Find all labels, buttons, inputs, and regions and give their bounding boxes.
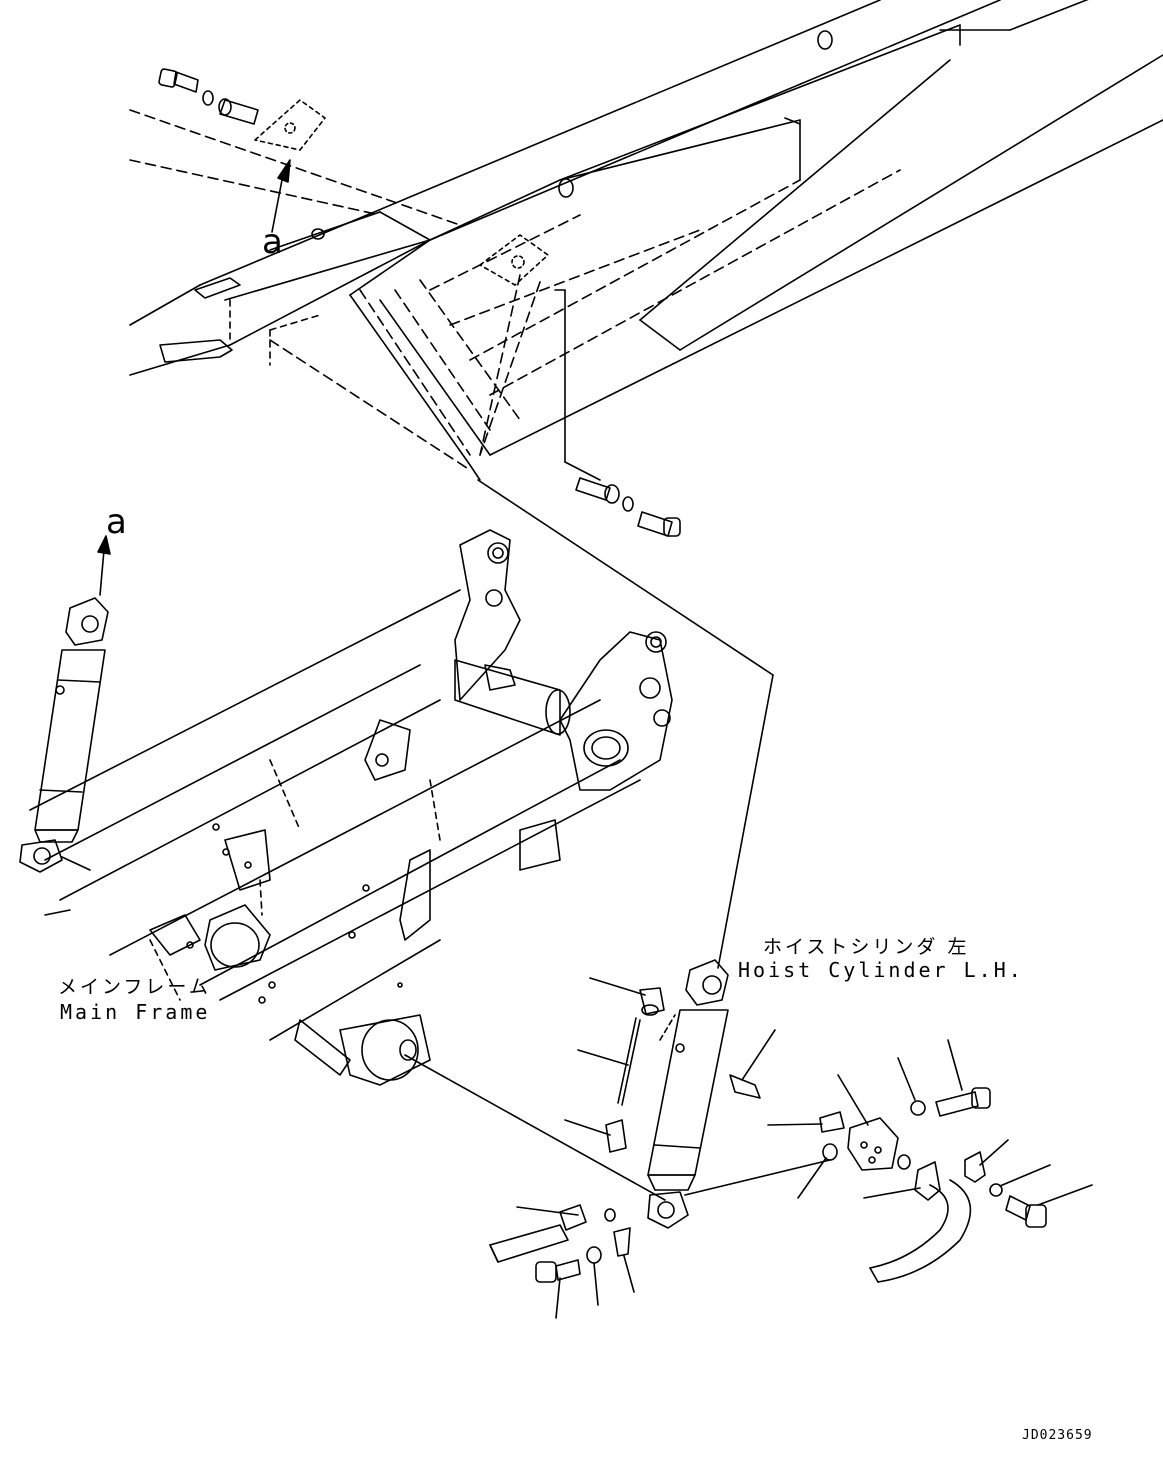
body-hinge-bracket (254, 99, 601, 481)
port-block (837, 1074, 911, 1171)
assembly-leader-line (477, 479, 774, 676)
ref-letter-lower: a (106, 502, 127, 542)
hose-right (869, 1179, 972, 1283)
washer-right (989, 1164, 1051, 1197)
o-ring (684, 1143, 838, 1199)
ref-arrow-upper (271, 159, 291, 233)
assembly-leader-line-2 (717, 674, 774, 969)
plug-fitting (767, 1111, 845, 1133)
main-frame-label-jp: メインフレーム (58, 976, 211, 998)
pivot-leader-line (404, 1054, 666, 1201)
grease-nipple-right (729, 1029, 776, 1099)
grease-tube (577, 1017, 641, 1106)
hoist-cylinder-label-jp: ホイストシリンダ 左 (763, 936, 970, 958)
main-frame-label-en: Main Frame (60, 1000, 211, 1024)
ref-arrow-lower (97, 535, 111, 596)
main-frame (29, 529, 673, 1086)
washer-lower (586, 1246, 602, 1306)
bolt-top (935, 1039, 991, 1117)
hoist-cylinder-reference (19, 597, 109, 873)
bolt-right (1005, 1184, 1093, 1228)
hoist-cylinder-lh (647, 959, 729, 1229)
grease-fitting-lower (564, 1119, 627, 1153)
split-flange-left (863, 1161, 941, 1201)
hoist-cylinder-label-en: Hoist Cylinder L.H. (738, 958, 1024, 982)
o-ring-small (604, 1208, 616, 1222)
washer-top (897, 1057, 926, 1116)
upper-pin-bolt-right (575, 477, 681, 537)
ref-letter-upper: a (262, 222, 283, 262)
dump-body-frame (129, 0, 1163, 481)
upper-pin-bolt-left (158, 68, 259, 125)
elbow-fitting (589, 977, 665, 1016)
cylinder-ref-leader (61, 856, 91, 871)
split-flange-right (964, 1139, 1009, 1183)
drawing-code: JD023659 (1022, 1428, 1093, 1443)
flange-clamp-lower (613, 1227, 635, 1293)
hose-left (489, 1204, 587, 1263)
bolt-lower (535, 1259, 581, 1319)
